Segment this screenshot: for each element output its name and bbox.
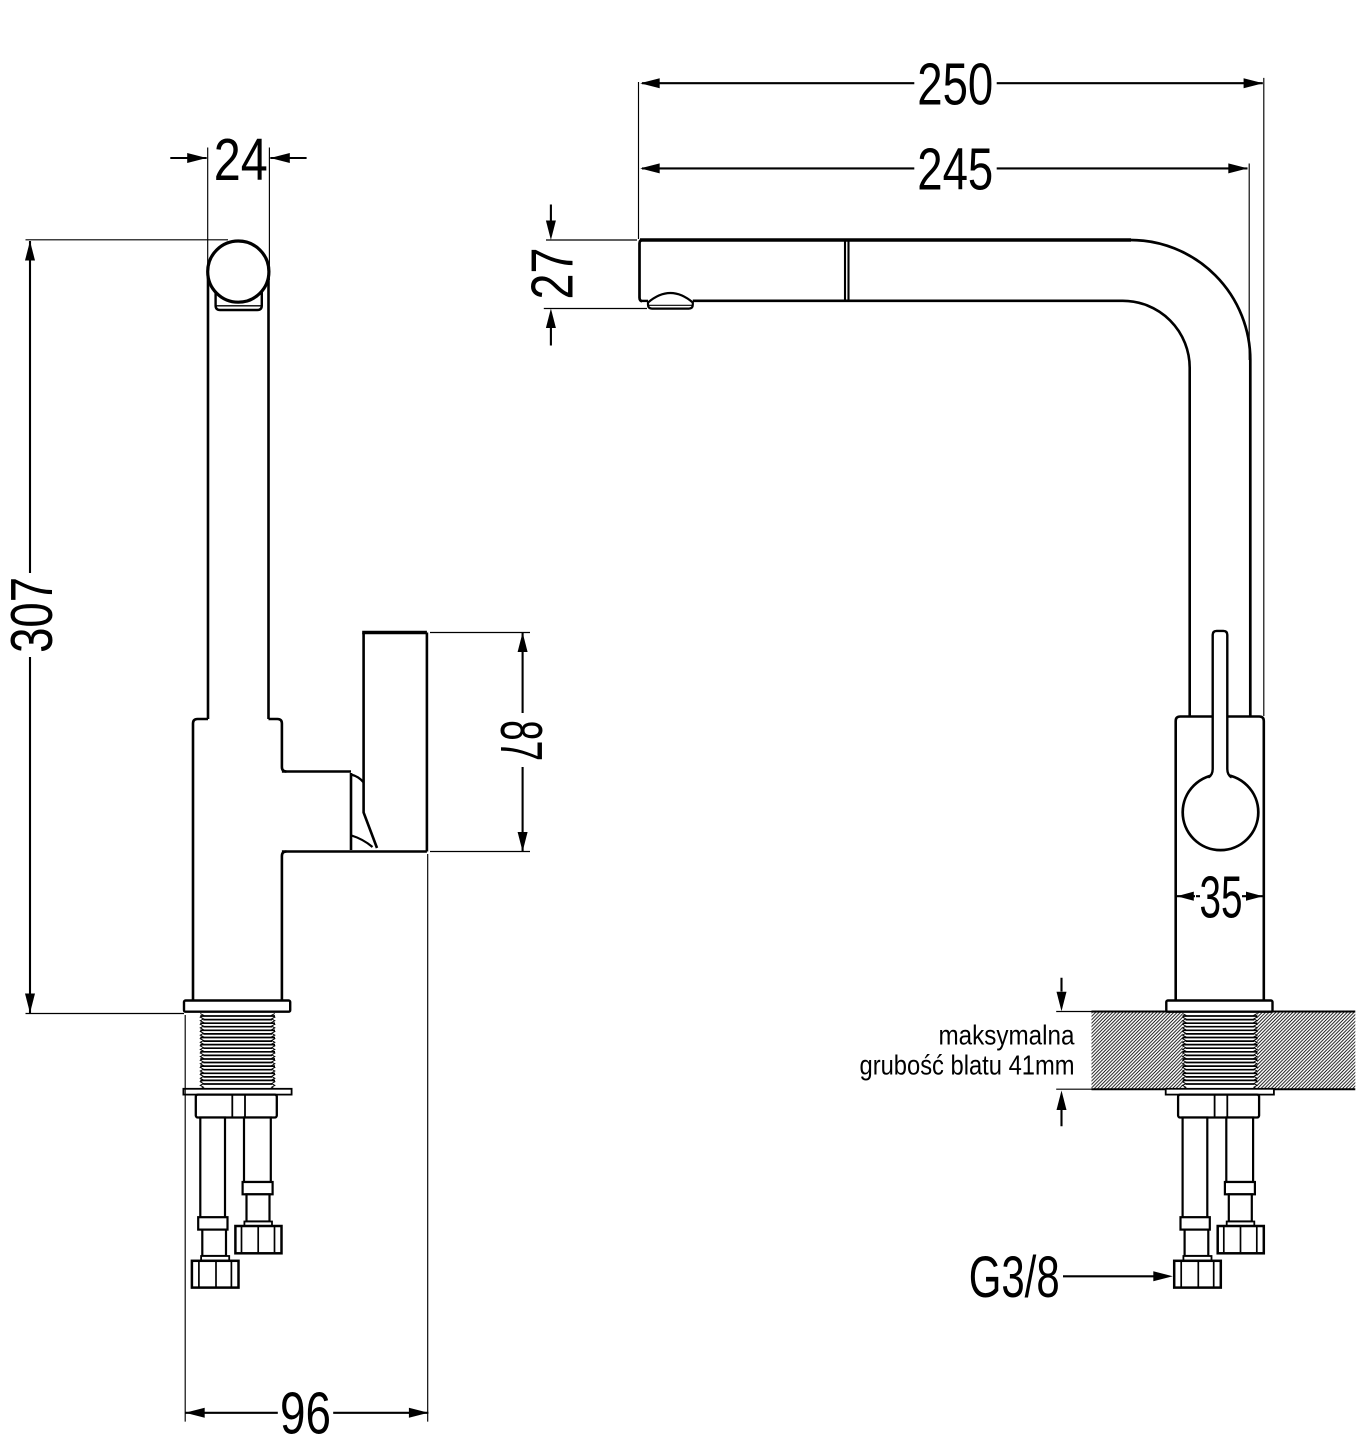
- svg-text:307: 307: [0, 577, 65, 653]
- svg-text:96: 96: [280, 1381, 331, 1436]
- svg-text:24: 24: [214, 127, 268, 193]
- svg-text:G3/8: G3/8: [969, 1245, 1060, 1310]
- svg-text:245: 245: [917, 137, 993, 203]
- svg-text:35: 35: [1200, 864, 1243, 930]
- svg-text:250: 250: [917, 51, 993, 117]
- svg-text:maksymalna: maksymalna: [939, 1020, 1075, 1051]
- svg-text:grubość blatu 41mm: grubość blatu 41mm: [860, 1050, 1075, 1081]
- svg-text:27: 27: [520, 248, 586, 300]
- svg-text:87: 87: [488, 720, 554, 761]
